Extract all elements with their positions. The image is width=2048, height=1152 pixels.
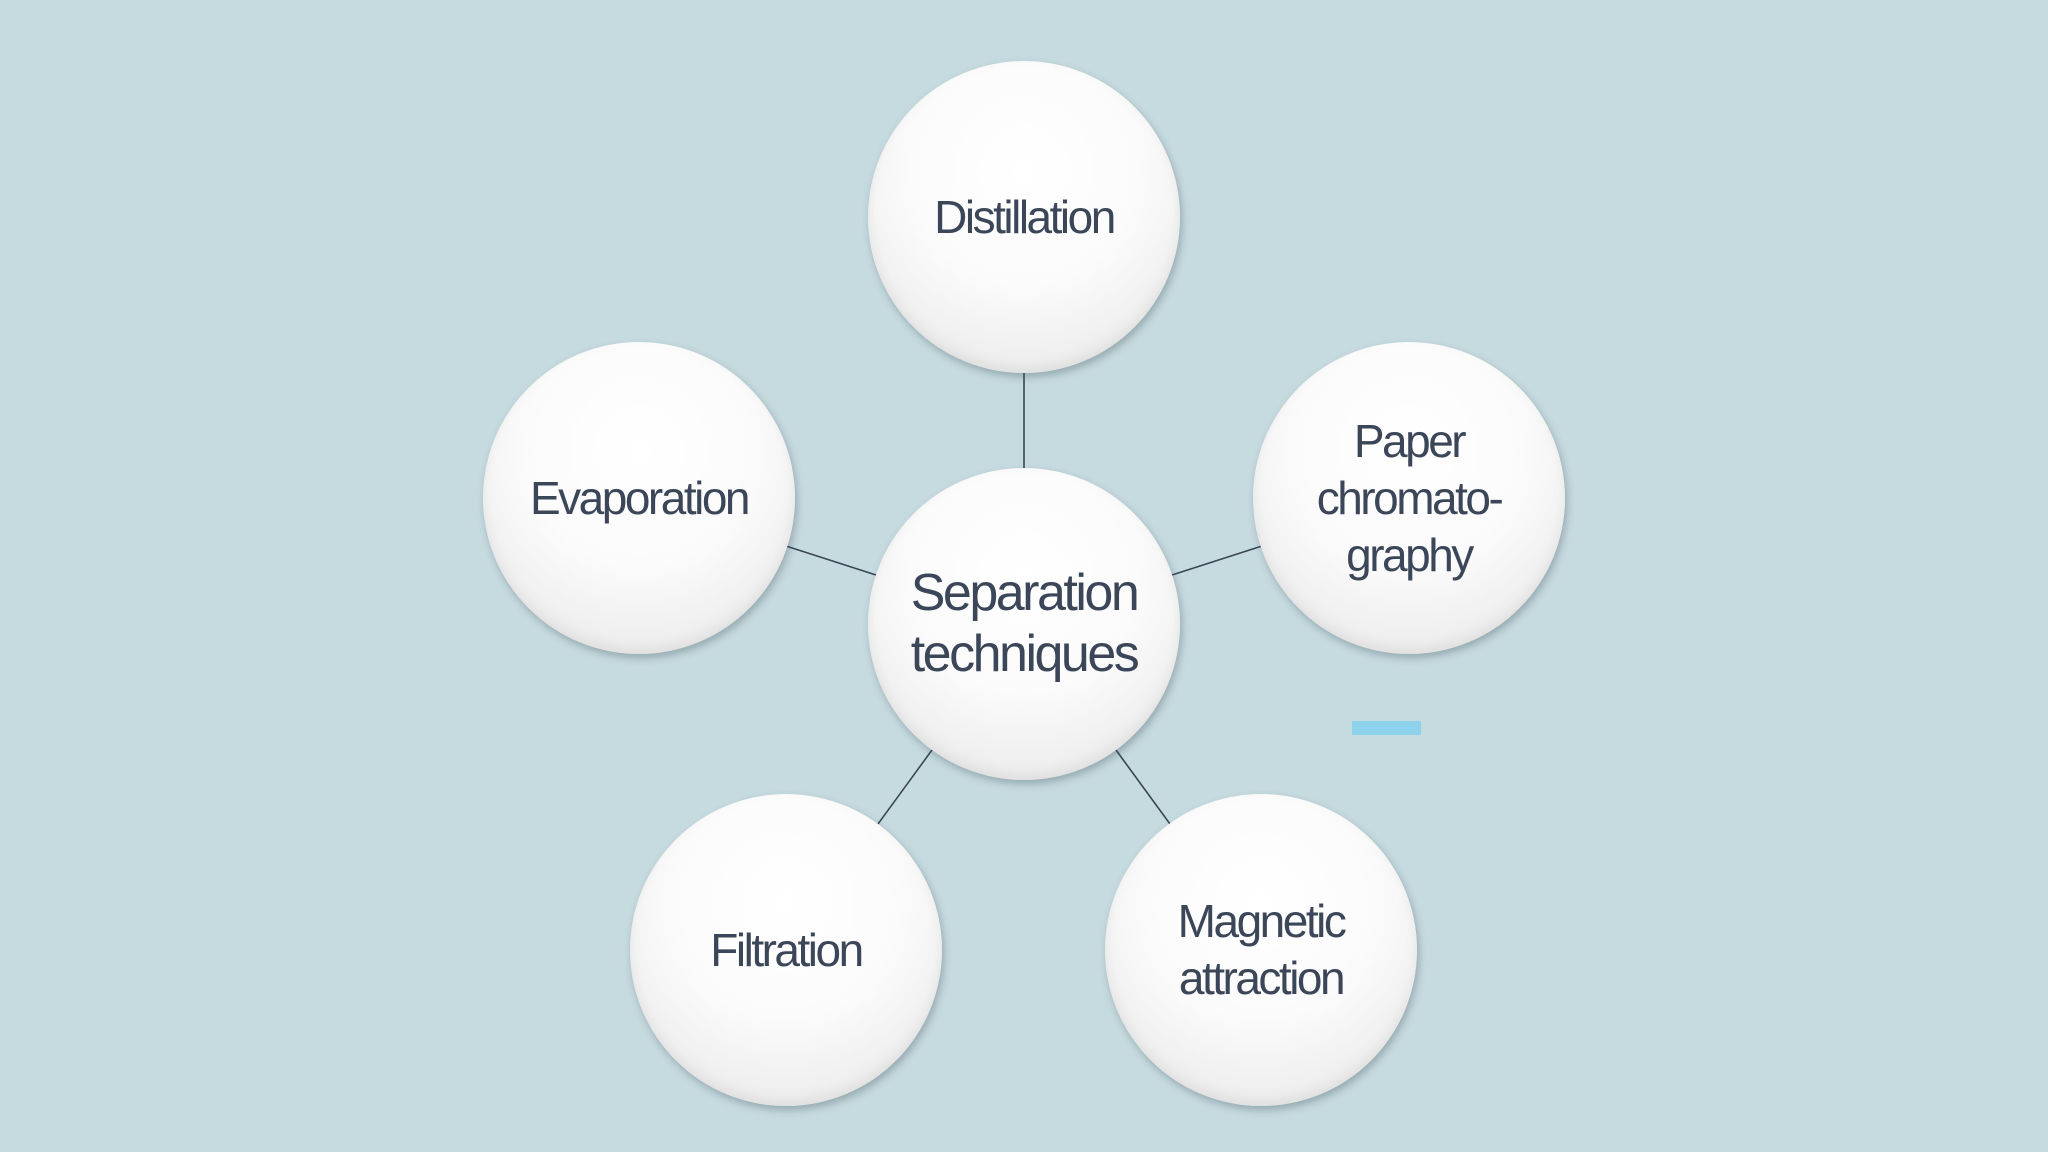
connector-paper-chromatography: [1171, 545, 1263, 576]
connector-filtration: [877, 749, 933, 825]
center-node-separation-techniques: Separation techniques: [868, 468, 1180, 780]
connector-evaporation: [785, 545, 877, 576]
node-label: Evaporation: [530, 471, 751, 524]
connector-magnetic-attraction: [1115, 749, 1171, 825]
node-distillation: Distillation: [868, 61, 1180, 373]
node-label: Magnetic attraction: [1177, 895, 1347, 1004]
center-node-label: Separation techniques: [910, 564, 1140, 683]
node-label: Filtration: [710, 923, 864, 976]
node-filtration: Filtration: [630, 794, 942, 1106]
node-paper-chromatography: Paper chromato- graphy: [1253, 342, 1565, 654]
accent-dash: [1352, 721, 1421, 735]
node-magnetic-attraction: Magnetic attraction: [1105, 794, 1417, 1106]
node-label: Paper chromato- graphy: [1316, 414, 1504, 581]
node-label: Distillation: [934, 190, 1116, 243]
node-evaporation: Evaporation: [483, 342, 795, 654]
